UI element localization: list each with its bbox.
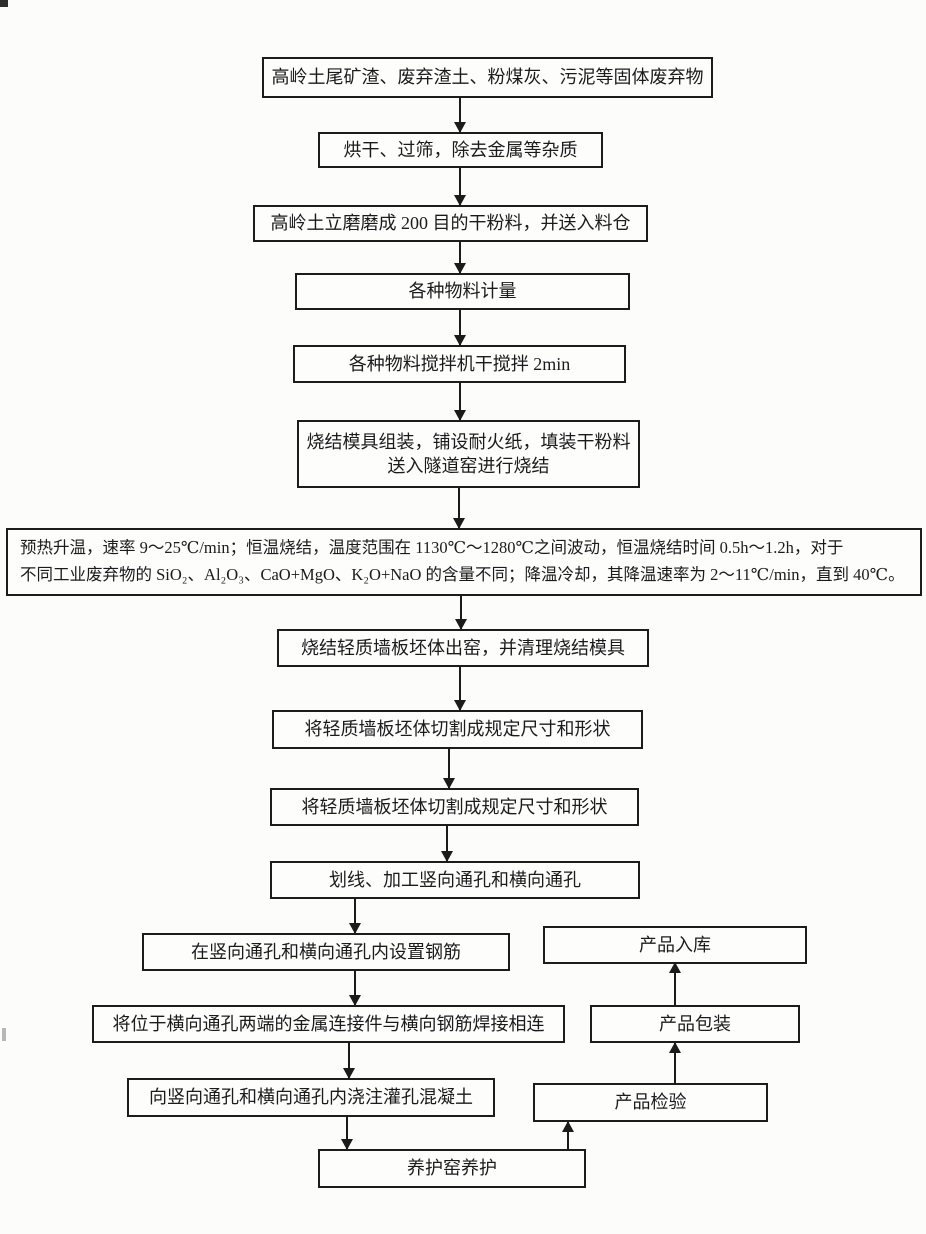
flow-step-label: 将轻质墙板坯体切割成规定尺寸和形状 [304, 719, 611, 740]
flow-step-cut-to-size-1: 将轻质墙板坯体切割成规定尺寸和形状 [272, 710, 643, 749]
flow-step-curing-kiln: 养护窑养护 [318, 1149, 586, 1188]
flow-arrow-5 [454, 383, 466, 421]
flow-step-place-rebar: 在竖向通孔和横向通孔内设置钢筋 [142, 933, 510, 971]
flow-step-label: 划线、加工竖向通孔和横向通孔 [329, 869, 581, 890]
flow-arrow-14 [341, 1117, 353, 1150]
flow-step-material-metering: 各种物料计量 [295, 273, 630, 310]
flow-step-cut-to-size-2: 将轻质墙板坯体切割成规定尺寸和形状 [270, 788, 639, 826]
flow-step-label: 烧结轻质墙板坯体出窑，并清理烧结模具 [301, 637, 625, 658]
flow-step-label-line1: 烧结模具组装，铺设耐火纸，填装干粉料 [306, 431, 631, 452]
flow-arrow-10 [441, 826, 453, 862]
flow-step-label: 各种物料计量 [408, 281, 517, 302]
flow-step-label: 产品包装 [659, 1013, 731, 1034]
flow-arrow-11 [349, 899, 361, 934]
flow-step-label: 各种物料搅拌机干搅拌 2min [348, 353, 571, 374]
flow-step-mold-assembly: 烧结模具组装，铺设耐火纸，填装干粉料 送入隧道窑进行烧结 [297, 420, 640, 488]
flow-arrow-curing-to-inspection [562, 1121, 574, 1149]
flow-step-label-line2: 送入隧道窑进行烧结 [387, 456, 550, 476]
flow-step-pour-grout-concrete: 向竖向通孔和横向通孔内浇注灌孔混凝土 [127, 1078, 495, 1117]
flow-arrow-13 [343, 1043, 355, 1079]
flow-arrow-9 [443, 749, 455, 789]
flow-step-label: 将位于横向通孔两端的金属连接件与横向钢筋焊接相连 [112, 1013, 545, 1034]
flow-arrow-2 [454, 168, 466, 206]
flow-step-label: 高岭土尾矿渣、废弃渣土、粉煤灰、污泥等固体废弃物 [271, 67, 704, 88]
flow-step-label-line1: 预热升温，速率 9～25℃/min；恒温烧结，温度范围在 1130℃～1280℃… [20, 538, 844, 558]
flow-step-label: 产品入库 [639, 934, 711, 955]
flow-step-product-packaging: 产品包装 [590, 1005, 800, 1043]
flow-step-dry-mixing: 各种物料搅拌机干搅拌 2min [293, 345, 626, 383]
flow-step-label-line2: 不同工业废弃物的 SiO₂、Al₂O₃、CaO+MgO、K₂O+NaO 的含量不… [20, 565, 905, 584]
flow-arrow-8 [454, 667, 466, 711]
scan-artifact-left-edge [2, 1028, 6, 1041]
flow-step-grind-200-mesh: 高岭土立磨磨成 200 目的干粉料，并送入料仓 [253, 205, 648, 242]
flow-step-sintering-profile: 预热升温，速率 9～25℃/min；恒温烧结，温度范围在 1130℃～1280℃… [6, 528, 922, 596]
flow-arrow-12 [349, 971, 361, 1006]
flow-arrow-7 [455, 596, 467, 630]
flow-arrow-packaging-to-warehouse [669, 962, 681, 1005]
flow-step-label: 在竖向通孔和横向通孔内设置钢筋 [191, 941, 461, 962]
flow-step-scribe-machine-holes: 划线、加工竖向通孔和横向通孔 [270, 861, 640, 899]
flow-arrow-inspection-to-packaging [669, 1042, 681, 1083]
flow-step-label: 向竖向通孔和横向通孔内浇注灌孔混凝土 [149, 1087, 473, 1108]
flow-step-kiln-exit-clean-mold: 烧结轻质墙板坯体出窑，并清理烧结模具 [277, 629, 649, 667]
flow-step-weld-connectors: 将位于横向通孔两端的金属连接件与横向钢筋焊接相连 [92, 1005, 565, 1043]
flow-step-solid-waste-inputs: 高岭土尾矿渣、废弃渣土、粉煤灰、污泥等固体废弃物 [262, 57, 713, 98]
scan-artifact-corner [0, 0, 8, 7]
flow-step-product-warehousing: 产品入库 [543, 926, 807, 964]
flow-step-label: 养护窑养护 [407, 1158, 497, 1179]
flow-step-label: 产品检验 [614, 1092, 687, 1113]
flow-step-label: 将轻质墙板坯体切割成规定尺寸和形状 [301, 796, 608, 817]
flow-step-dry-sieve: 烘干、过筛，除去金属等杂质 [318, 132, 603, 168]
flow-step-product-inspection: 产品检验 [533, 1083, 768, 1122]
flow-step-label: 烘干、过筛，除去金属等杂质 [343, 139, 578, 160]
flow-arrow-6 [453, 488, 465, 529]
flow-arrow-4 [454, 310, 466, 346]
flow-arrow-3 [454, 242, 466, 274]
flow-arrow-1 [454, 98, 466, 133]
flow-step-label: 高岭土立磨磨成 200 目的干粉料，并送入料仓 [270, 213, 631, 234]
